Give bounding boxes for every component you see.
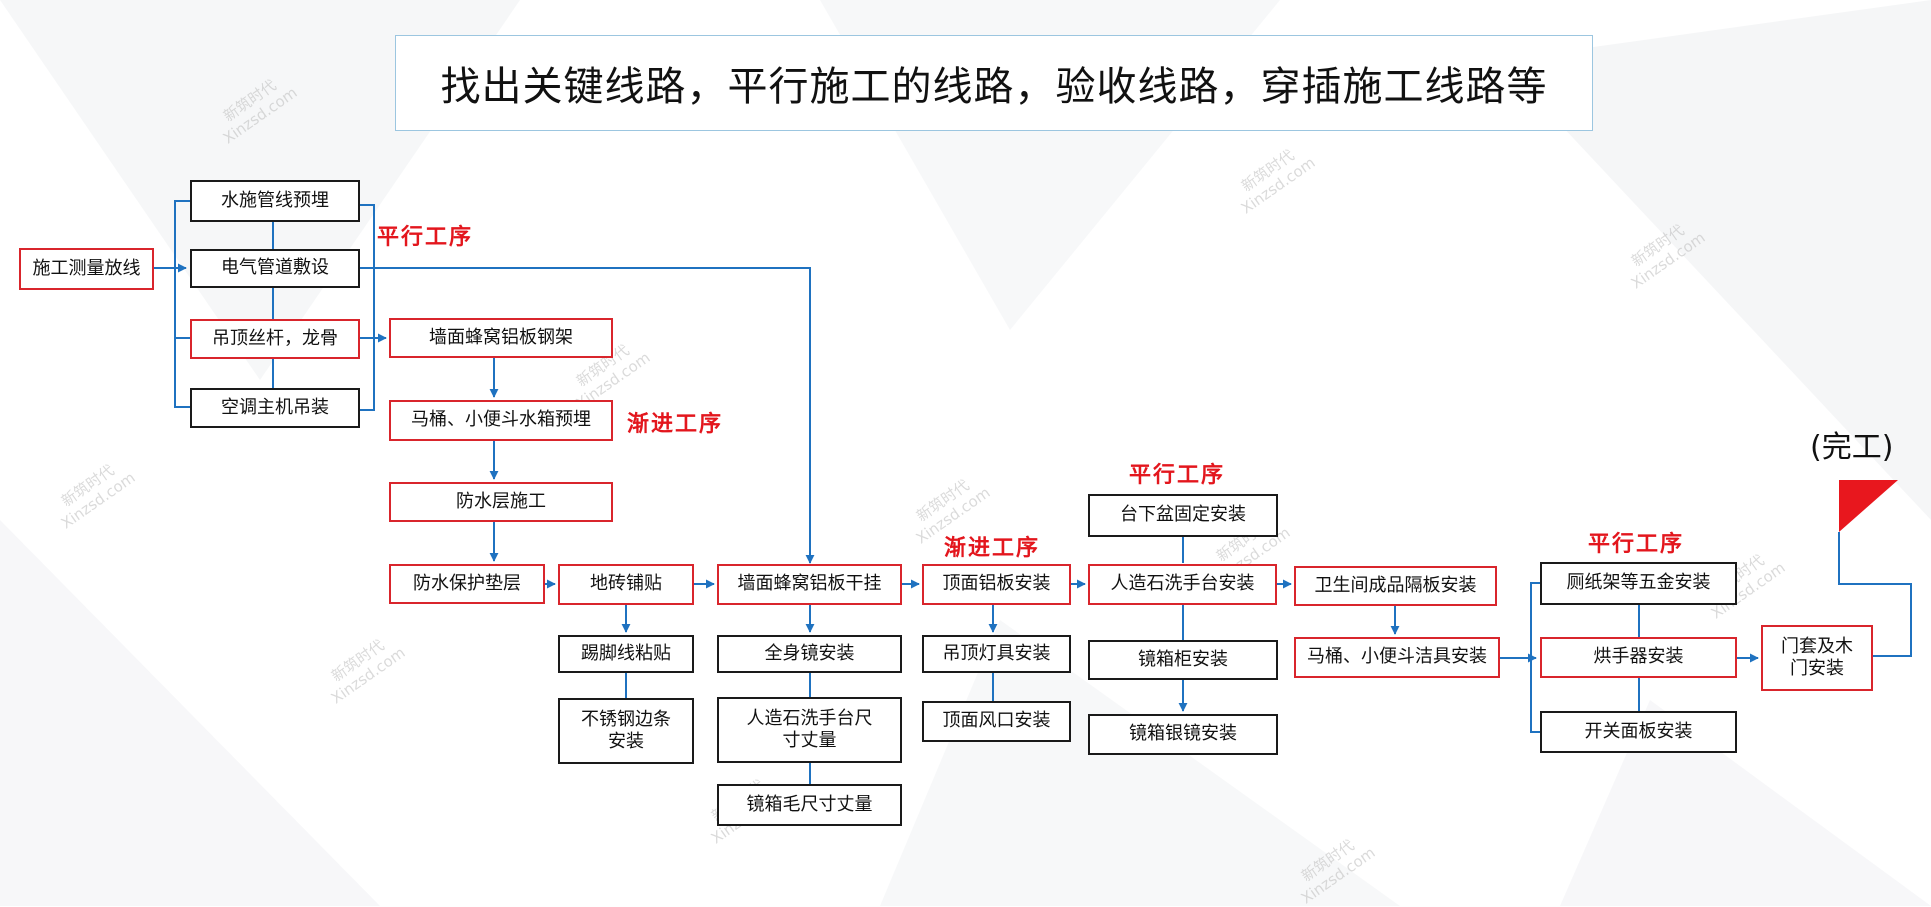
node-mirror-full: 全身镜安装: [717, 635, 902, 673]
node-skirting: 踢脚线粘贴: [558, 635, 694, 673]
node-survey: 施工测量放线: [19, 248, 154, 290]
link-door-to-flag: [1838, 532, 1912, 657]
node-wall-frame: 墙面蜂窝铝板钢架: [389, 318, 613, 358]
bracket-right-group-left: [1530, 582, 1540, 733]
node-partition: 卫生间成品隔板安装: [1294, 566, 1497, 606]
node-ceiling-rod: 吊顶丝杆，龙骨: [190, 319, 360, 359]
label-parallel-2: 平行工序: [1129, 463, 1226, 488]
node-switch: 开关面板安装: [1540, 711, 1737, 753]
label-completion: (完工): [1810, 430, 1894, 465]
bracket-right-group1: [360, 204, 375, 411]
page-title: 找出关键线路，平行施工的线路，验收线路，穿插施工线路等: [395, 35, 1593, 131]
node-door: 门套及木 门安装: [1761, 625, 1873, 691]
node-wall-hang: 墙面蜂窝铝板干挂: [717, 564, 902, 605]
node-silver-mirror: 镜箱银镜安装: [1088, 714, 1278, 755]
node-hardware: 厕纸架等五金安装: [1540, 562, 1737, 605]
node-basin: 台下盆固定安装: [1088, 494, 1278, 537]
node-cabinet-measure: 镜箱毛尺寸丈量: [717, 784, 902, 826]
node-water-pipe: 水施管线预埋: [190, 180, 360, 222]
node-mirror-cabinet: 镜箱柜安装: [1088, 640, 1278, 680]
node-dryer: 烘手器安装: [1540, 637, 1737, 678]
label-parallel-3: 平行工序: [1588, 532, 1685, 557]
label-parallel-1: 平行工序: [377, 225, 474, 250]
label-progressive-1: 渐进工序: [627, 412, 724, 437]
label-progressive-2: 渐进工序: [944, 536, 1041, 561]
node-wp-protect: 防水保护垫层: [389, 564, 545, 604]
node-sanitary: 马桶、小便斗洁具安装: [1294, 637, 1500, 678]
completion-flag-icon: [1839, 480, 1898, 532]
node-ceiling-vent: 顶面风口安装: [922, 701, 1071, 742]
node-ss-edge: 不锈钢边条 安装: [558, 698, 694, 764]
node-stone-measure: 人造石洗手台尺 寸丈量: [717, 697, 902, 763]
node-ceiling-lamp: 吊顶灯具安装: [922, 635, 1071, 673]
node-elec-pipe: 电气管道敷设: [190, 249, 360, 288]
node-floor-tile: 地砖铺贴: [558, 564, 694, 605]
node-waterproof: 防水层施工: [389, 482, 613, 522]
node-ac-unit: 空调主机吊装: [190, 388, 360, 428]
bracket-left-group1: [174, 200, 190, 408]
node-stone-counter: 人造石洗手台安装: [1088, 564, 1277, 605]
node-ceiling-panel: 顶面铝板安装: [922, 564, 1071, 605]
arrow-elec-to-wall-hang: [360, 267, 815, 564]
node-toilet-tank: 马桶、小便斗水箱预埋: [389, 400, 613, 441]
